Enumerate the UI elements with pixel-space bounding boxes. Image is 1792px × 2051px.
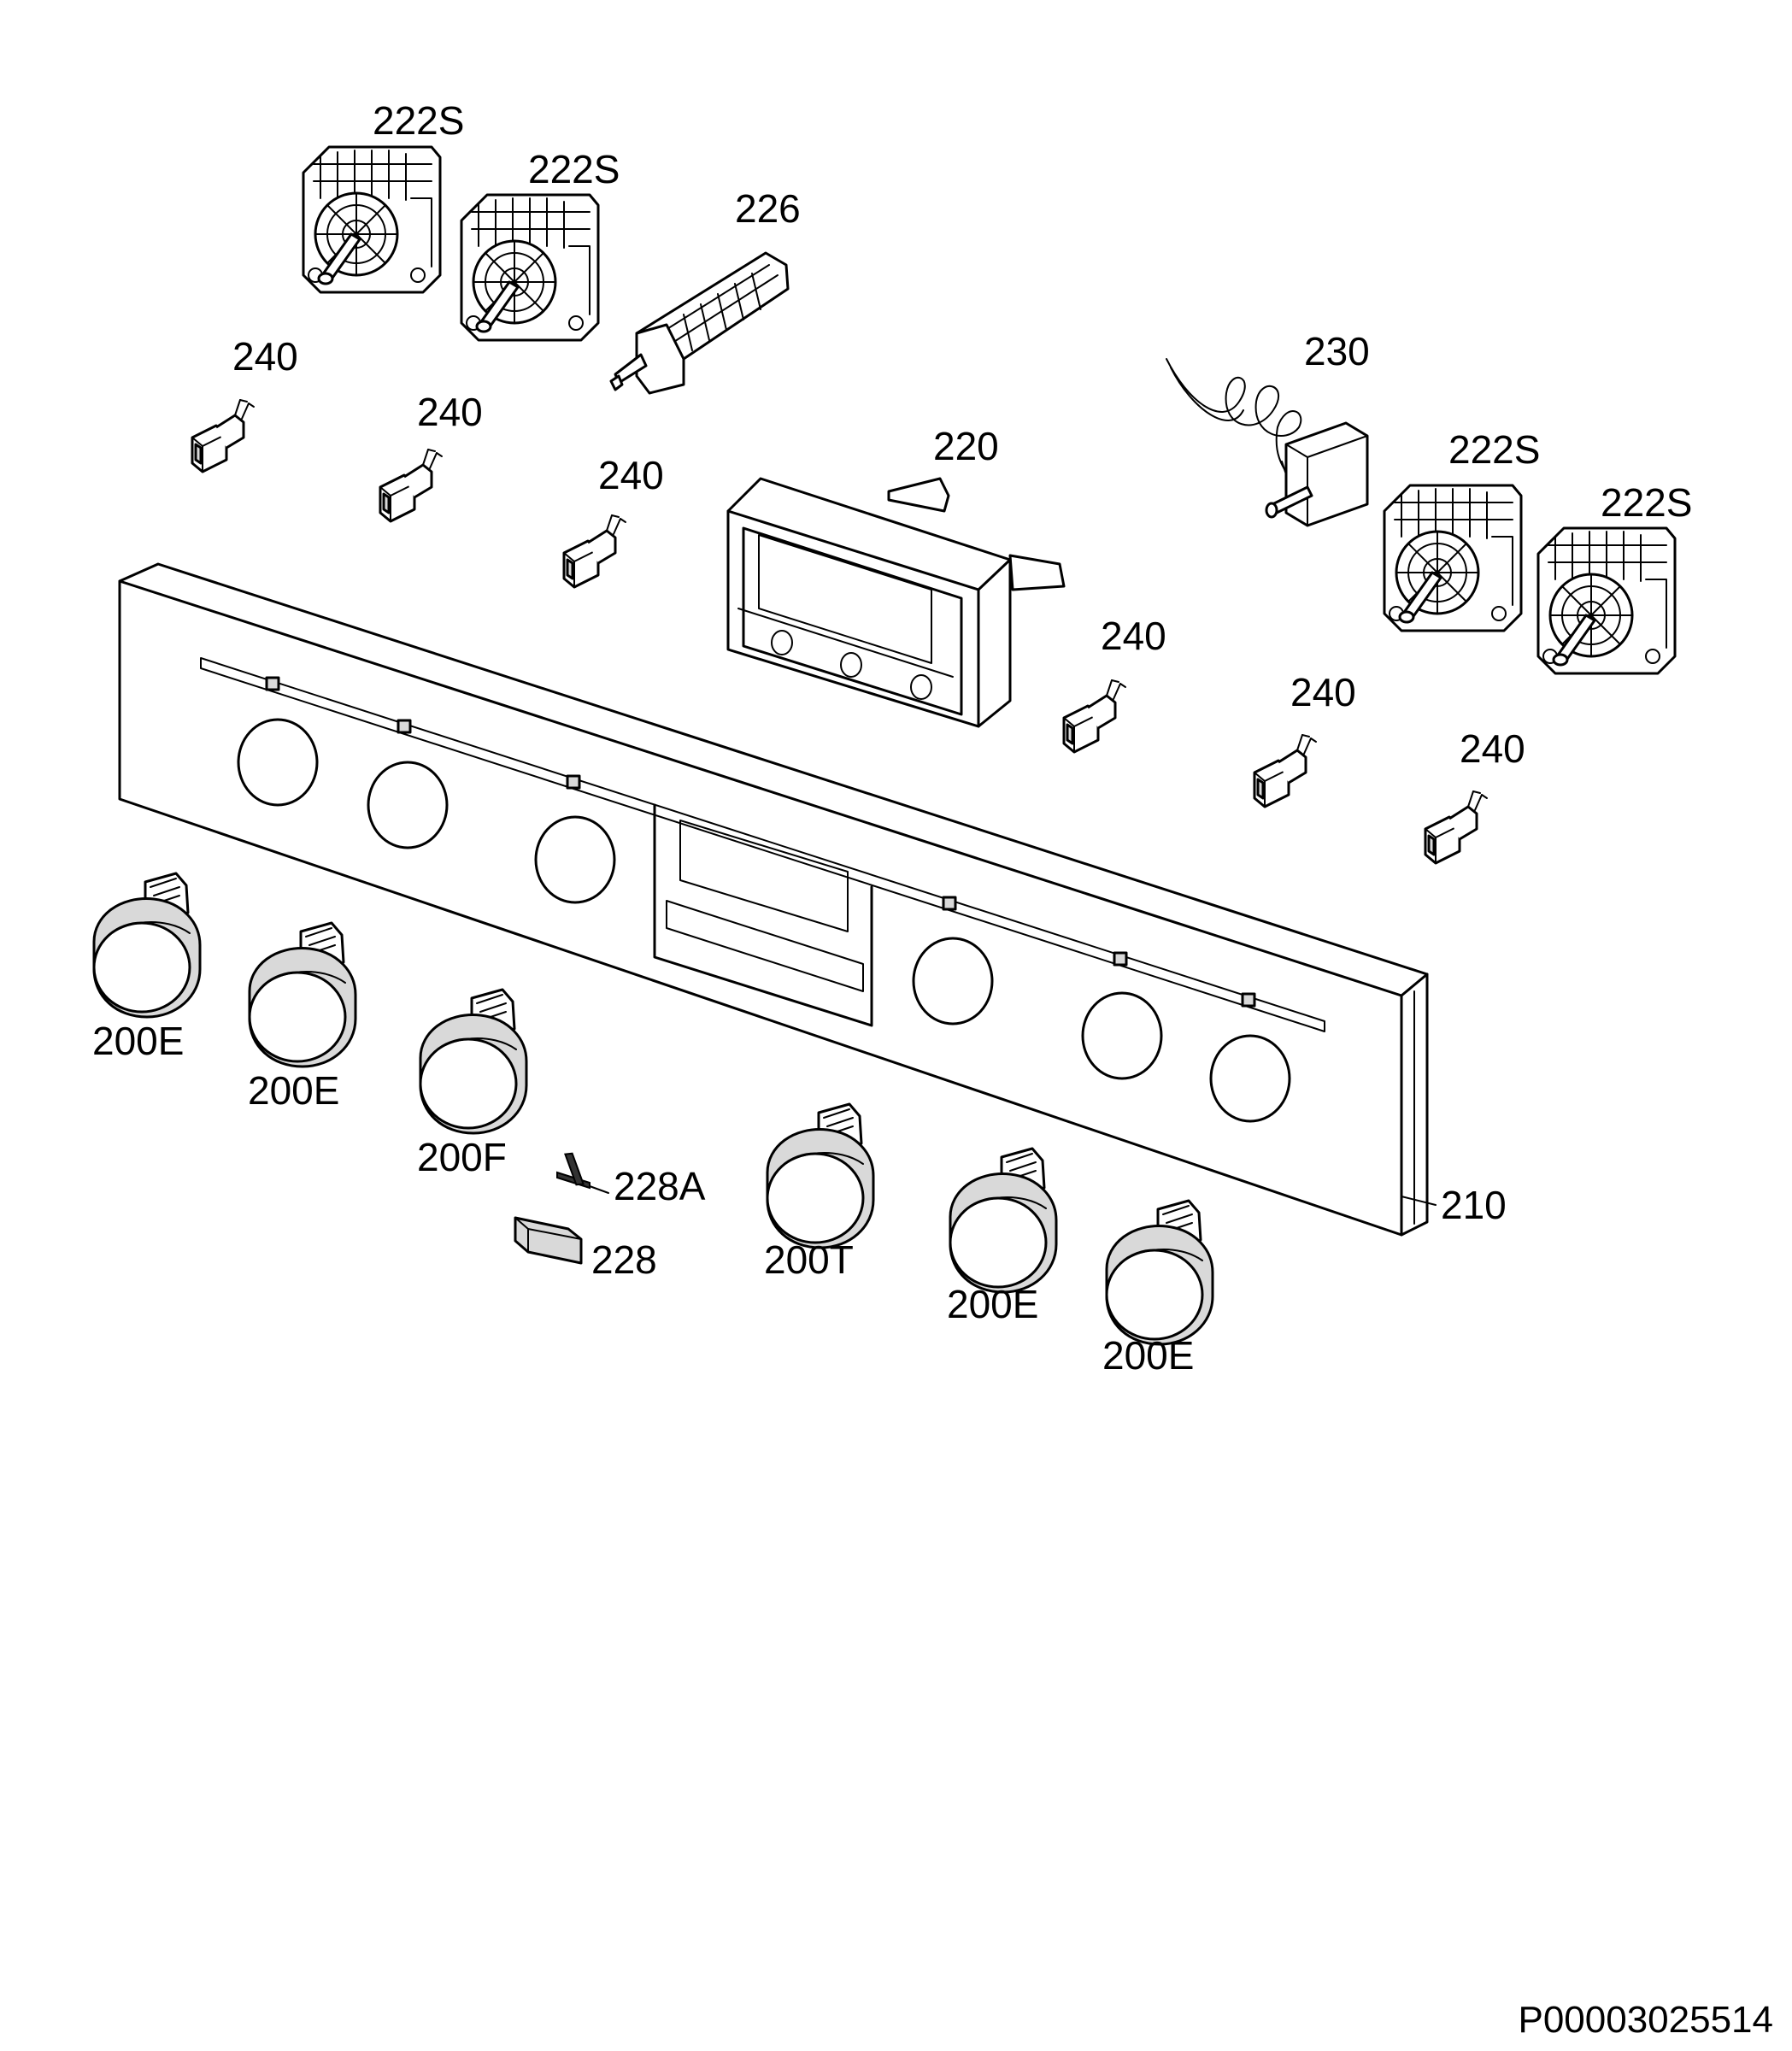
knob-200e-2 <box>248 921 357 1068</box>
label-thermostat: 230 <box>1304 329 1370 373</box>
knob-200f <box>419 988 528 1135</box>
label-cover: 228 <box>591 1237 657 1282</box>
signal-lamp-4 <box>1062 679 1127 754</box>
knob-200t <box>766 1102 875 1249</box>
signal-lamp-5 <box>1253 733 1318 808</box>
label-lamp-5: 240 <box>1290 670 1356 714</box>
cover-228 <box>514 1216 583 1265</box>
label-switch-2: 222S <box>528 147 620 191</box>
label-switch-3: 222S <box>1448 427 1540 472</box>
leader-228a <box>589 1185 609 1194</box>
label-lamp-4: 240 <box>1101 614 1166 658</box>
label-selector: 226 <box>735 186 801 231</box>
label-panel: 210 <box>1441 1183 1507 1227</box>
signal-lamp-3 <box>562 514 627 589</box>
label-lamp-3: 240 <box>598 453 664 497</box>
pin-228a <box>556 1152 590 1190</box>
label-knob-5: 200E <box>947 1282 1038 1326</box>
signal-lamp-1 <box>191 398 256 473</box>
knob-200e-1 <box>92 872 202 1019</box>
rotary-switch-3 <box>1383 484 1523 632</box>
rotary-switch-2 <box>460 193 600 342</box>
label-knob-6: 200E <box>1102 1333 1194 1378</box>
rotary-switch-4 <box>1536 526 1677 675</box>
label-knob-3: 200F <box>417 1135 507 1179</box>
selector-switch <box>609 251 790 395</box>
label-knob-1: 200E <box>92 1019 184 1063</box>
thermostat <box>1166 358 1369 527</box>
label-lamp-6: 240 <box>1460 726 1525 771</box>
label-knob-4: 200T <box>764 1237 854 1282</box>
leader-210 <box>1401 1196 1437 1206</box>
rotary-switch-1 <box>302 145 442 294</box>
label-switch-1: 222S <box>373 98 464 143</box>
label-timer: 220 <box>933 424 999 468</box>
label-lamp-2: 240 <box>417 390 483 434</box>
signal-lamp-2 <box>379 448 444 523</box>
document-id: P00003025514 <box>1518 1999 1773 2041</box>
knob-200e-3 <box>949 1147 1058 1294</box>
timer-module <box>726 477 1066 728</box>
signal-lamp-6 <box>1424 790 1489 865</box>
label-lamp-1: 240 <box>232 334 298 379</box>
knob-200e-4 <box>1105 1199 1214 1346</box>
control-panel <box>118 562 1429 1237</box>
label-switch-4: 222S <box>1601 480 1692 525</box>
label-pin: 228A <box>614 1164 706 1208</box>
label-knob-2: 200E <box>248 1068 339 1113</box>
